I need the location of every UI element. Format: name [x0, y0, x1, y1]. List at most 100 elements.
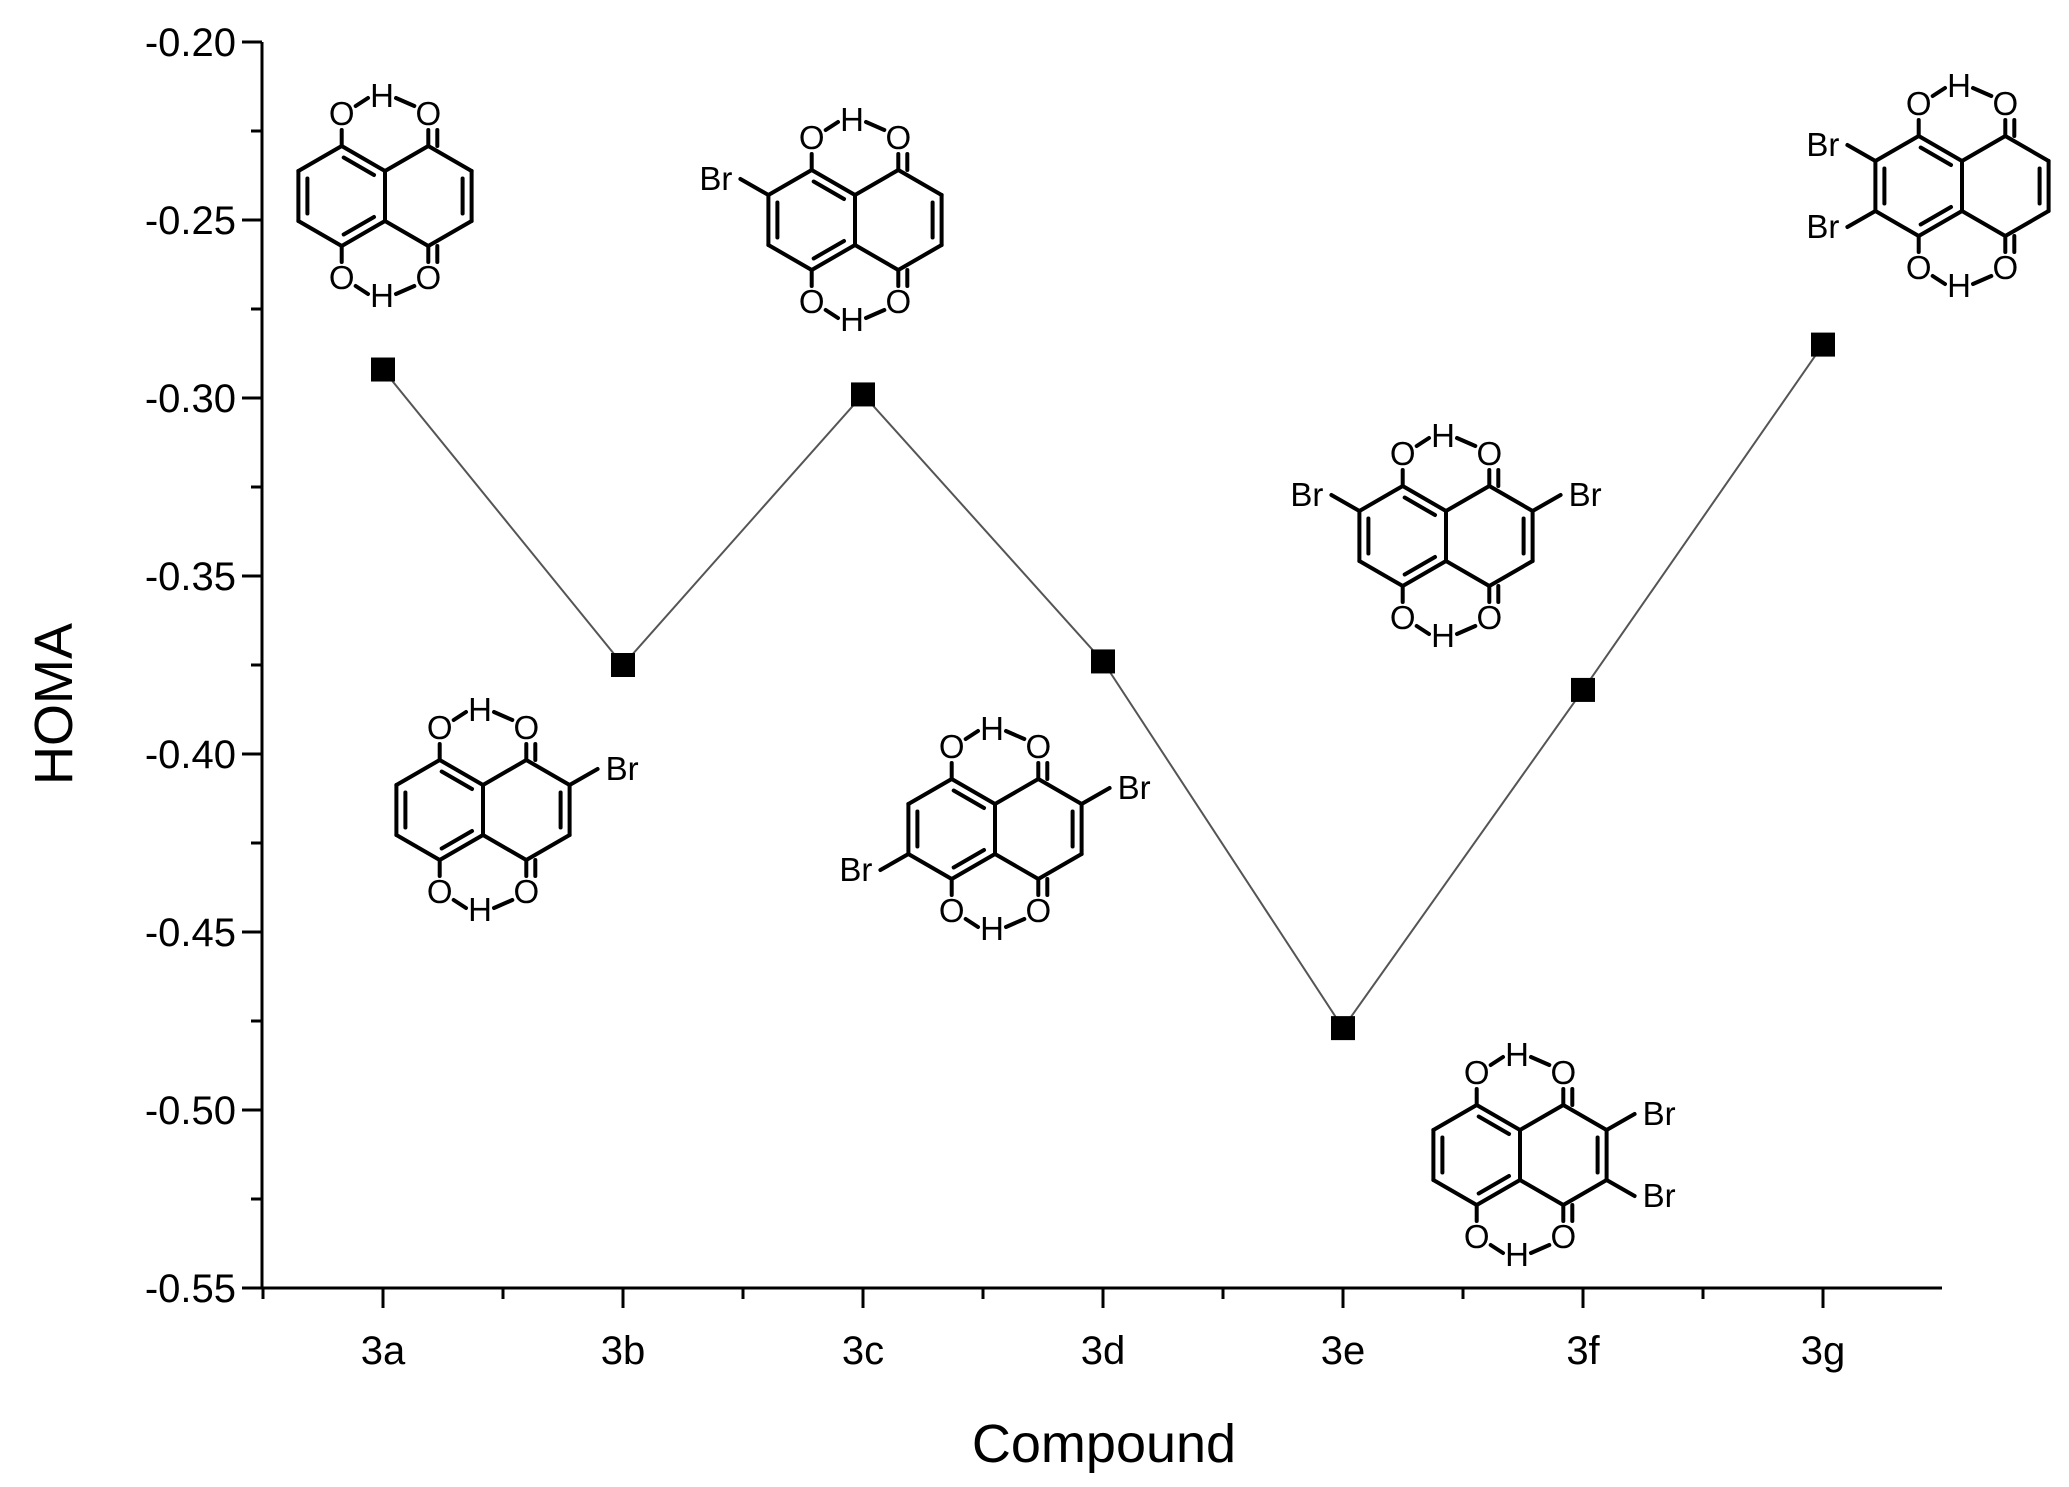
bond: [949, 852, 997, 881]
atom-label: O: [427, 709, 453, 746]
bond: [1918, 204, 1954, 227]
bond: [437, 833, 485, 862]
bond: [951, 788, 987, 811]
x-tick-label: 3b: [601, 1329, 646, 1373]
series-layer: [371, 332, 1835, 1041]
bond: [864, 120, 887, 132]
bond: [2003, 134, 2051, 163]
bond: [1916, 209, 1964, 238]
atom-label: O: [415, 259, 441, 296]
bond: [2003, 209, 2051, 238]
atom-label: O: [799, 119, 825, 156]
y-tick-label: -0.25: [145, 199, 236, 243]
bond: [1930, 274, 1947, 286]
bond: [809, 168, 857, 197]
data-point-3g: [1811, 332, 1835, 357]
bond: [1431, 1178, 1479, 1207]
y-tick-label: -0.50: [145, 1089, 236, 1133]
bond: [492, 898, 515, 910]
bond: [1918, 145, 1954, 168]
bond: [524, 758, 572, 787]
axes: -0.20-0.25-0.30-0.35-0.40-0.45-0.50-0.55…: [145, 21, 1942, 1373]
bond: [481, 758, 529, 787]
atom-label: Br: [1118, 769, 1151, 806]
bond: [993, 852, 1041, 881]
bond: [1474, 1178, 1522, 1207]
atom-label: O: [1906, 85, 1932, 122]
bond: [1487, 484, 1535, 513]
bond: [1402, 495, 1438, 518]
bond: [339, 219, 387, 248]
data-point-3a: [371, 357, 395, 382]
bond: [949, 777, 997, 806]
atom-label: Br: [1806, 126, 1839, 163]
bond: [1004, 917, 1027, 929]
bond: [1444, 484, 1492, 513]
bond: [437, 758, 485, 787]
bond: [906, 852, 954, 881]
atom-label: O: [1464, 1218, 1490, 1255]
bond: [1474, 1103, 1522, 1132]
bond: [339, 144, 387, 173]
atom-label: H: [980, 710, 1004, 747]
series-line: [382, 344, 1824, 1030]
y-tick-label: -0.40: [145, 733, 236, 777]
bond: [439, 828, 475, 851]
atom-label: H: [468, 691, 492, 728]
bond: [1960, 209, 2008, 238]
bond: [296, 144, 344, 173]
bond: [1400, 484, 1448, 513]
atom-label: O: [427, 873, 453, 910]
data-point-3c: [851, 382, 875, 407]
bond: [823, 120, 840, 132]
bond: [353, 96, 370, 108]
bond: [1960, 134, 2008, 163]
atom-label: O: [1992, 85, 2018, 122]
atom-label: H: [468, 891, 492, 928]
atom-label: O: [885, 283, 911, 320]
bond: [394, 758, 442, 787]
atom-label: O: [1390, 435, 1416, 472]
atom-label: H: [840, 101, 864, 138]
data-point-3d: [1091, 649, 1115, 674]
bond: [492, 710, 515, 722]
bond: [1971, 274, 1994, 286]
bond: [1561, 1103, 1609, 1132]
bond: [1604, 1178, 1637, 1198]
bond: [811, 179, 847, 202]
bond: [864, 308, 887, 320]
data-point-3f: [1571, 677, 1595, 702]
bond: [1431, 1103, 1479, 1132]
data-point-3e: [1331, 1016, 1355, 1041]
y-tick-label: -0.35: [145, 555, 236, 599]
bond: [1004, 729, 1027, 741]
atom-label: H: [370, 77, 394, 114]
bond: [853, 243, 901, 272]
bond: [1930, 86, 1947, 98]
bond: [383, 219, 431, 248]
bond: [1402, 554, 1438, 577]
atom-label: O: [1550, 1054, 1576, 1091]
x-tick-label: 3f: [1566, 1329, 1600, 1373]
bond: [353, 284, 370, 296]
bond: [1529, 1243, 1552, 1255]
atom-label: O: [513, 709, 539, 746]
bond: [1329, 493, 1362, 513]
bond: [1971, 86, 1994, 98]
bond: [906, 777, 954, 806]
bond: [1916, 134, 1964, 163]
atom-label: Br: [1290, 476, 1323, 513]
atom-label: Br: [1569, 476, 1602, 513]
y-tick-label: -0.20: [145, 21, 236, 65]
bond: [1873, 209, 1921, 238]
atom-label: H: [1947, 67, 1971, 104]
bond: [524, 833, 572, 862]
atom-label: O: [1476, 435, 1502, 472]
bond: [1530, 493, 1563, 513]
